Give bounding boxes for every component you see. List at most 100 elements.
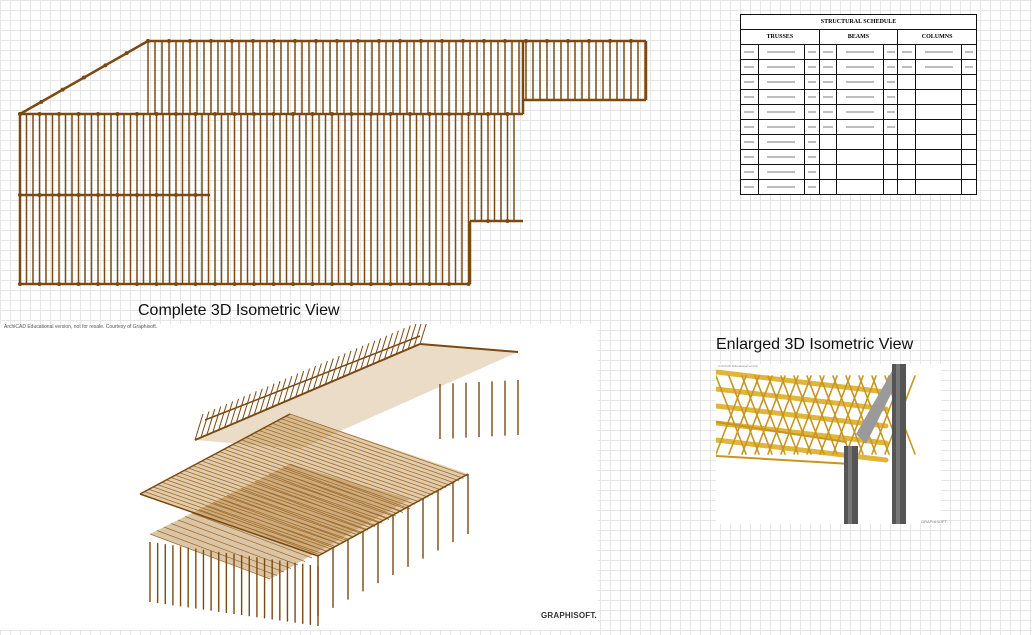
schedule-cell <box>818 179 838 195</box>
schedule-row <box>740 149 977 165</box>
schedule-cell <box>897 104 916 120</box>
schedule-cell <box>914 149 963 165</box>
schedule-cell <box>818 59 838 75</box>
schedule-cell <box>836 104 884 120</box>
plan-node <box>486 112 490 116</box>
plan-node <box>388 112 393 116</box>
plan-node <box>503 39 507 43</box>
schedule-group-columns: COLUMNS <box>897 29 977 45</box>
plan-node <box>271 282 276 286</box>
schedule-cell <box>804 149 820 165</box>
schedule-cell <box>961 74 977 90</box>
plan-node <box>587 39 591 43</box>
plan-node <box>103 63 108 68</box>
schedule-cell <box>897 59 916 75</box>
plan-node <box>461 39 465 43</box>
truss-bottom-chord <box>715 455 852 465</box>
schedule-cell <box>961 134 977 150</box>
schedule-cell <box>961 44 977 60</box>
schedule-cell <box>882 89 899 105</box>
schedule-redacted-value <box>807 141 816 143</box>
plan-node <box>330 282 334 286</box>
plan-node <box>135 282 139 286</box>
iso-joist <box>201 460 380 524</box>
schedule-redacted-value <box>744 156 755 158</box>
schedule-cell <box>740 149 759 165</box>
plan-node <box>213 282 217 286</box>
plan-node <box>369 282 373 286</box>
plan-node <box>154 112 159 116</box>
isometric-framing-drawing <box>139 317 519 626</box>
iso-rafter <box>372 338 382 365</box>
iso-joist-lower <box>205 505 327 552</box>
schedule-cell <box>836 89 884 105</box>
plan-node <box>310 282 315 286</box>
iso-rafter <box>295 370 305 398</box>
iso-joist <box>267 425 447 489</box>
schedule-redacted-value <box>767 51 796 53</box>
schedule-cell <box>818 104 838 120</box>
plan-node <box>335 39 339 43</box>
schedule-redacted-value <box>901 51 912 53</box>
schedule-cell <box>882 134 899 150</box>
schedule-redacted-value <box>846 81 875 83</box>
schedule-cell <box>897 134 916 150</box>
iso-joist-lower <box>226 495 348 541</box>
plan-node <box>505 219 510 223</box>
framing-plan-drawing <box>18 39 648 286</box>
iso-joist <box>285 415 464 479</box>
plan-node <box>232 282 237 286</box>
plan-node <box>18 112 22 116</box>
plan-node <box>447 112 451 116</box>
schedule-cell <box>818 119 838 135</box>
plan-node <box>629 39 633 43</box>
schedule-cell <box>914 179 963 195</box>
schedule-redacted-value <box>846 126 875 128</box>
schedule-redacted-value <box>744 66 755 68</box>
schedule-redacted-value <box>767 156 796 158</box>
plan-node <box>408 112 412 116</box>
plan-node <box>167 39 171 43</box>
schedule-redacted-value <box>767 171 796 173</box>
column-highlight <box>896 364 900 524</box>
enlarged-view-panel <box>713 364 941 524</box>
truss-bottom-chord <box>715 421 847 443</box>
schedule-cell <box>882 149 899 165</box>
iso-rafter <box>383 333 393 360</box>
schedule-cell <box>882 179 899 195</box>
iso-joist <box>161 481 341 545</box>
schedule-cell <box>882 104 899 120</box>
iso-joist <box>179 472 358 536</box>
iso-joist <box>254 432 433 496</box>
schedule-row <box>740 104 977 120</box>
schedule-cell <box>961 164 977 180</box>
schedule-cell <box>818 44 838 60</box>
plan-node <box>524 39 528 43</box>
plan-node <box>96 282 100 286</box>
plan-node <box>37 112 42 116</box>
schedule-cell <box>882 119 899 135</box>
schedule-redacted-value <box>767 66 796 68</box>
iso-roof <box>195 344 518 449</box>
schedule-cell <box>740 104 759 120</box>
iso-joist <box>276 420 455 484</box>
schedule-cell <box>961 59 977 75</box>
iso-rafter <box>289 373 299 400</box>
iso-joist <box>250 434 429 498</box>
schedule-cell <box>757 44 806 60</box>
iso-joist <box>170 477 350 540</box>
schedule-redacted-value <box>807 126 816 128</box>
iso-joist-lower <box>247 484 369 531</box>
plan-node <box>608 39 612 43</box>
schedule-cell <box>961 179 977 195</box>
schedule-body <box>740 44 977 195</box>
plan-node <box>124 51 129 56</box>
schedule-cell <box>961 149 977 165</box>
iso-rafter <box>265 383 275 410</box>
schedule-redacted-value <box>807 81 816 83</box>
schedule-cell <box>897 119 916 135</box>
iso-joist-lower <box>275 470 397 517</box>
iso-rafter <box>194 413 204 441</box>
iso-rafter <box>224 401 234 428</box>
schedule-cell <box>757 59 806 75</box>
